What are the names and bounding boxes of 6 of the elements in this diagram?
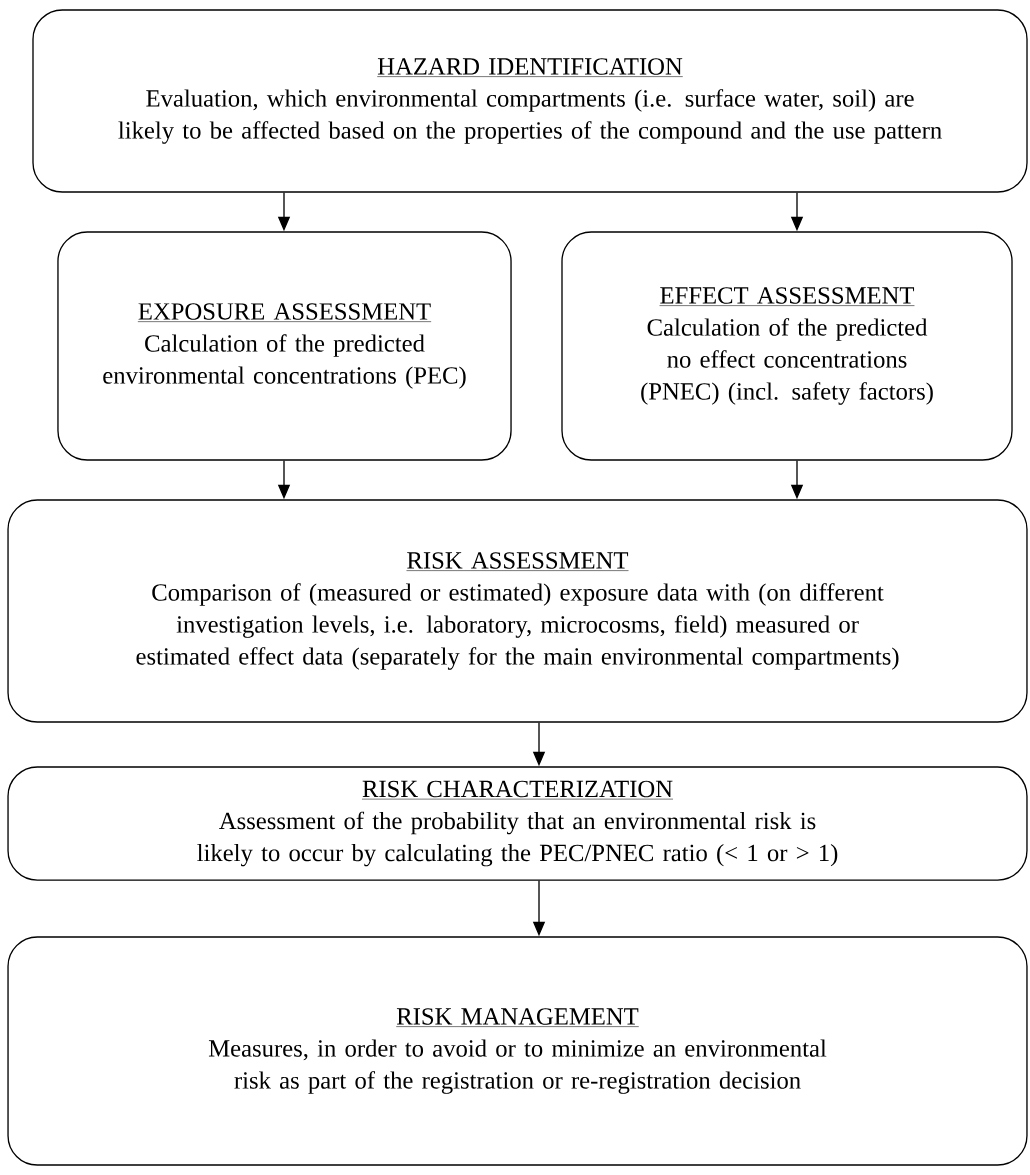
process-box: RISK CHARACTERIZATION Assessment of the probability that an environmental risk is likely to occur by calculating the PEC/PNEC ratio (< 1 or > 1) xyxy=(7,766,1028,881)
process-box: RISK MANAGEMENT Measures, in order to avoid or to minimize an environmental risk as part of the registration or re-registration decision xyxy=(7,936,1028,1166)
process-box: HAZARD IDENTIFICATION Evaluation, which environmental compartments (i.e. surface water, soil) are likely to be affected based on the properties of the compound and the use pattern xyxy=(32,9,1028,193)
process-box: EFFECT ASSESSMENT Calculation of the predicted no effect concentrations (PNEC) (incl. safety factors) xyxy=(561,231,1013,461)
process-box: EXPOSURE ASSESSMENT Calculation of the predicted environmental concentrations (PEC) xyxy=(57,231,512,461)
process-box: RISK ASSESSMENT Comparison of (measured or estimated) exposure data with (on different investigation levels, i.e. laboratory, microcosms, field) measured or estimated effect data (separately for the main environmental compartments) xyxy=(7,499,1028,723)
